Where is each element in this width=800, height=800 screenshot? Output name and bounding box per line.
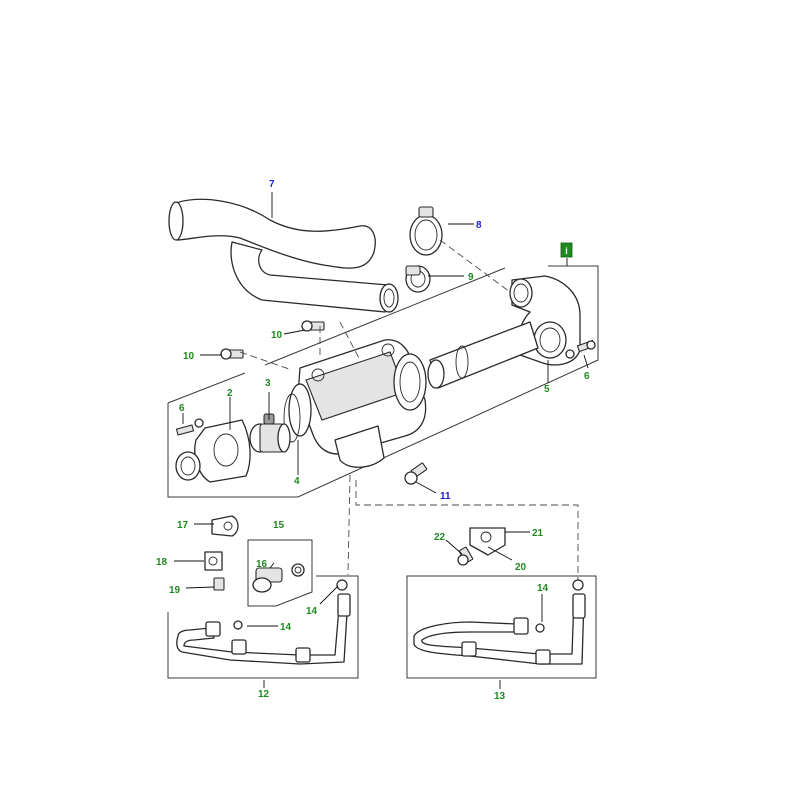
callout-6-left: 6 [179,403,185,414]
upper-hose[interactable] [168,198,399,313]
callout-14-right: 14 [537,583,549,594]
pipe-bracket[interactable] [469,527,506,556]
callout-12: 12 [258,689,270,700]
thermostat-housing[interactable] [288,339,427,468]
temperature-sensor[interactable] [252,563,305,593]
bolt-22[interactable] [457,546,474,566]
bolt-11[interactable] [404,462,428,485]
o-ring-housing[interactable] [283,393,301,443]
callout-19: 19 [169,585,181,596]
callout-10-lower: 10 [183,351,195,362]
callout-16: 16 [256,559,268,570]
callout-21: 21 [532,528,544,539]
callout-8: 8 [476,220,482,231]
hose-clip-small[interactable] [405,265,431,293]
bolt-left[interactable] [175,418,204,436]
callout-20: 20 [515,562,527,573]
callout-18: 18 [156,557,168,568]
pipe-clip-17[interactable] [211,515,239,537]
o-ring-14a[interactable] [233,620,243,630]
svg-text:i: i [565,246,568,256]
callout-3: 3 [265,378,271,389]
callout-15: 15 [273,520,285,531]
callout-5: 5 [544,384,550,395]
callout-4: 4 [294,476,300,487]
info-badge[interactable]: i [560,242,573,258]
stud-19[interactable] [213,577,225,591]
kit-frame [247,539,313,607]
callout-9: 9 [468,272,474,283]
coolant-pipe-left[interactable] [176,579,351,665]
callout-11: 11 [440,491,451,502]
pipe-box-left [167,575,359,679]
leader-lines [174,192,589,689]
callout-2: 2 [227,388,233,399]
coolant-pipe-right[interactable] [413,579,586,665]
bolt-10-left[interactable] [220,348,244,360]
callout-13: 13 [494,691,506,702]
bolt-10-right[interactable] [301,320,325,332]
callout-22: 22 [434,532,446,543]
o-ring-14b[interactable] [535,623,545,633]
connecting-tube[interactable] [427,321,539,389]
callout-14-left-a: 14 [280,622,292,633]
callout-14-left-b: 14 [306,606,318,617]
callout-6-right: 6 [584,371,590,382]
hose-clip-large[interactable] [409,206,443,256]
callout-17: 17 [177,520,189,531]
bolt-right[interactable] [565,339,596,359]
pipe-box-right [406,575,597,679]
callout-10-upper: 10 [271,330,283,341]
callout-7: 7 [269,179,275,190]
coolant-inlet-elbow[interactable] [175,419,251,483]
main-assembly-frame [167,265,599,498]
pipe-clip-18[interactable] [204,551,223,571]
